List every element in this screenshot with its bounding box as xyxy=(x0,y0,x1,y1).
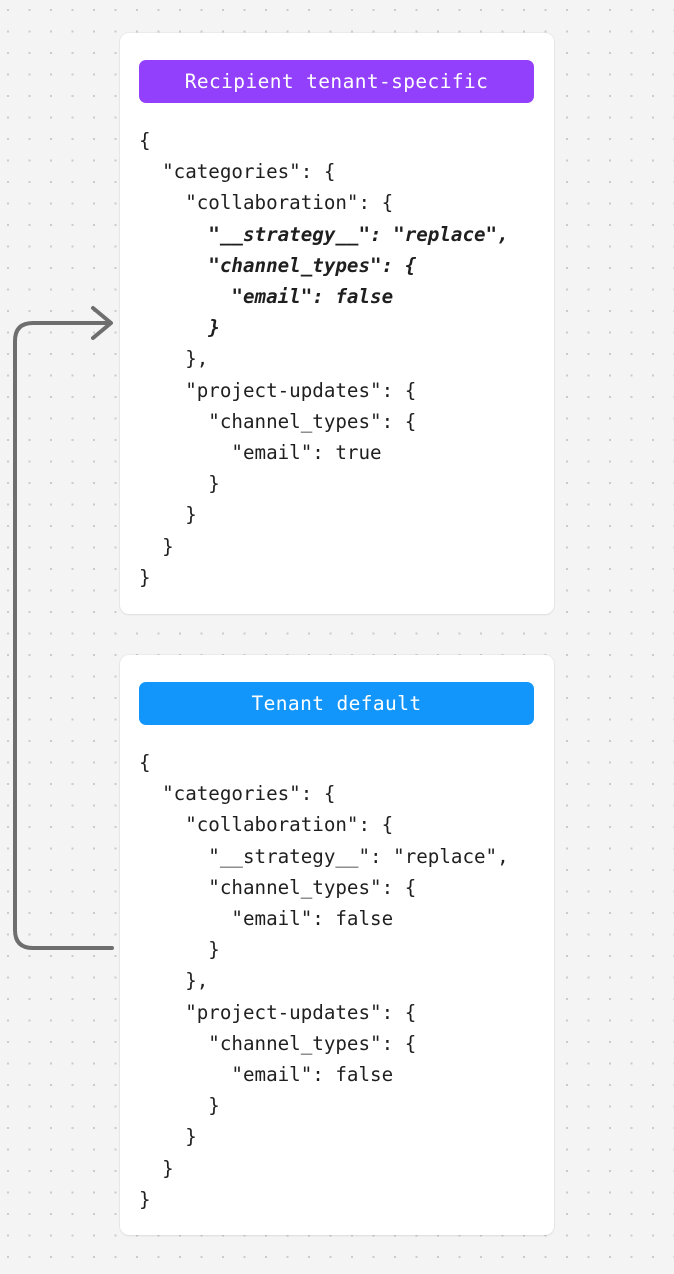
code-line: } xyxy=(139,938,220,962)
code-line: } xyxy=(139,1094,220,1118)
tenant-default-card: Tenant default { "categories": { "collab… xyxy=(120,655,554,1235)
json-code-block-recipient: { "categories": { "collaboration": { "__… xyxy=(139,125,540,593)
recipient-tenant-specific-card: Recipient tenant-specific { "categories"… xyxy=(120,33,554,614)
code-line: "channel_types": { xyxy=(139,875,417,899)
code-line: "__strategy__": "replace", xyxy=(139,844,509,868)
code-line: } xyxy=(139,1187,151,1211)
code-line: "channel_types": { xyxy=(139,253,417,277)
code-line: } xyxy=(139,565,151,589)
code-line: { xyxy=(139,129,151,152)
arrow-head-icon xyxy=(91,306,113,340)
code-line: }, xyxy=(139,347,209,371)
code-line: }, xyxy=(139,969,209,993)
code-line: "categories": { xyxy=(139,160,336,184)
code-line: "email": true xyxy=(139,441,382,465)
code-line: } xyxy=(139,316,220,340)
code-line: "project-updates": { xyxy=(139,1000,417,1024)
code-line: "project-updates": { xyxy=(139,378,417,402)
code-line: "channel_types": { xyxy=(139,1031,417,1055)
code-line: "email": false xyxy=(139,1063,394,1087)
code-line: "email": false xyxy=(139,907,394,931)
code-line: { xyxy=(139,751,151,774)
code-line: "collaboration": { xyxy=(139,191,394,215)
code-line: "categories": { xyxy=(139,782,336,806)
code-line: "channel_types": { xyxy=(139,409,417,433)
arrow-path xyxy=(13,321,114,950)
code-line: } xyxy=(139,534,174,558)
code-line: } xyxy=(139,1156,174,1180)
card-badge-recipient: Recipient tenant-specific xyxy=(139,60,534,103)
card-badge-tenant-default: Tenant default xyxy=(139,682,534,725)
code-line: "email": false xyxy=(139,285,394,309)
code-line: "collaboration": { xyxy=(139,813,394,837)
code-line: "__strategy__": "replace", xyxy=(139,222,509,246)
code-line: } xyxy=(139,1125,197,1149)
code-line: } xyxy=(139,503,197,527)
code-line: } xyxy=(139,472,220,496)
json-code-block-tenant-default: { "categories": { "collaboration": { "__… xyxy=(139,747,540,1215)
